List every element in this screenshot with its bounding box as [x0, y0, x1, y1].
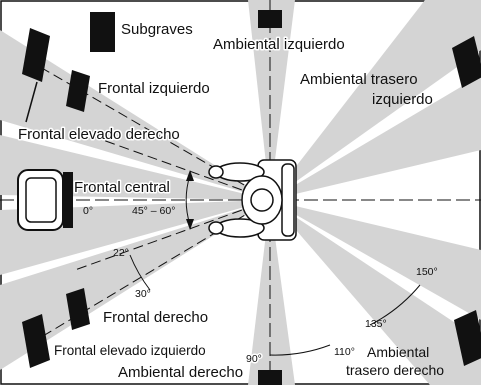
surround-right-speaker [258, 370, 282, 385]
sofa-back [281, 163, 295, 237]
label-front-center: Frontal central [74, 179, 170, 196]
zone-front-high-right [0, 30, 270, 200]
surround-back-right-speaker [454, 310, 481, 366]
listener [208, 159, 297, 241]
label-angle-45-60: 45° – 60° [132, 205, 175, 217]
label-angle-30: 30° [135, 288, 151, 300]
labels: Subgraves Ambiental izquierdo Ambiental … [17, 21, 445, 381]
label-surround-back-right-2: trasero derecho [346, 362, 444, 378]
label-subwoofer: Subgraves [121, 21, 193, 38]
label-front-left: Frontal izquierdo [98, 80, 210, 97]
speakers [22, 10, 481, 385]
front-right-axis [74, 199, 271, 271]
zone-front-high-left [0, 200, 270, 370]
surround-back-left-speaker [452, 36, 481, 88]
zone-surround-back-right-a [270, 200, 481, 320]
front-right-speaker [66, 288, 90, 330]
label-angle-22: 22° [113, 247, 129, 259]
listener-hand-right [208, 221, 224, 235]
label-front-high-right: Frontal elevado derecho [18, 126, 180, 143]
label-angle-135: 135° [365, 318, 387, 330]
front-high-left-speaker [22, 314, 50, 368]
front-center-speaker [63, 172, 73, 228]
arc-90-110 [269, 344, 331, 356]
label-front-right: Frontal derecho [103, 309, 208, 326]
label-surround-left: Ambiental izquierdo [213, 36, 345, 53]
label-surround-back-left-2: izquierdo [372, 91, 433, 108]
zone-surround-left [248, 0, 295, 200]
front-high-right-leader [25, 81, 38, 123]
label-surround-right: Ambiental derecho [118, 364, 243, 381]
arc-22-30 [129, 254, 151, 291]
front-left-speaker [66, 70, 90, 112]
zone-surround-back-right-b [270, 200, 481, 385]
listener-hand-left [208, 165, 224, 179]
label-front-high-left: Frontal elevado izquierdo [54, 343, 206, 358]
surround-left-speaker [258, 10, 282, 28]
zone-surround-right [248, 200, 295, 385]
listener-head [250, 188, 274, 212]
label-surround-back-right-1: Ambiental [367, 344, 429, 360]
arc-135-150 [369, 284, 421, 326]
label-surround-back-left-1: Ambiental trasero [300, 71, 418, 88]
subwoofer-speaker [90, 12, 115, 52]
zone-surround-back-left-a [270, 0, 481, 200]
label-angle-90: 90° [246, 353, 262, 365]
tv-screen [25, 177, 57, 223]
label-angle-0: 0° [83, 205, 93, 217]
front-left-axis [74, 129, 271, 201]
tv [17, 169, 64, 231]
front-high-right-speaker [22, 28, 50, 82]
label-angle-110: 110° [334, 346, 355, 358]
zone-surround-back-left-b [270, 75, 481, 200]
label-angle-150: 150° [416, 266, 438, 278]
arrow-down [186, 219, 194, 230]
arrow-up [186, 170, 194, 181]
